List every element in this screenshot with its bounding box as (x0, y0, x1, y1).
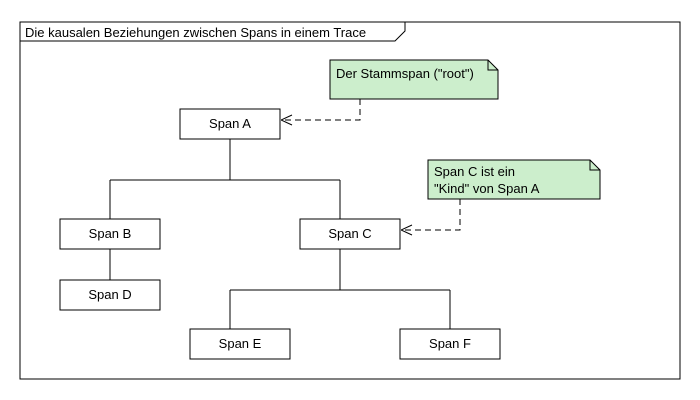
root-note-fold (487, 60, 498, 71)
span-f-box (399, 328, 501, 360)
span-a-label: Span A (209, 116, 251, 131)
frame: Die kausalen Beziehungen zwischen Spans … (19, 21, 681, 380)
span-b-node: Span B (59, 218, 161, 250)
span-a-box (179, 108, 281, 140)
span-a-node: Span A (179, 108, 281, 140)
span-f-label: Span F (429, 336, 471, 351)
frame-title-tab (20, 22, 406, 42)
span-e-box (189, 328, 291, 360)
frame-title: Die kausalen Beziehungen zwischen Spans … (25, 25, 366, 40)
child-note-text: Span C ist ein "Kind" von Span A (434, 164, 540, 196)
span-c-box (299, 218, 401, 250)
connector-a-children (109, 139, 341, 219)
child-note: Span C ist ein "Kind" von Span A (427, 159, 601, 200)
child-note-connector (401, 199, 461, 230)
span-b-box (59, 218, 161, 250)
child-note-line: "Kind" von Span A (434, 181, 540, 196)
root-note-line: Der Stammspan ("root") (336, 66, 474, 81)
span-c-label: Span C (328, 226, 371, 241)
child-note-shape (427, 159, 601, 200)
root-note: Der Stammspan ("root") (329, 59, 499, 100)
span-e-label: Span E (219, 336, 262, 351)
span-d-box (59, 279, 161, 311)
child-note-line: Span C ist ein (434, 164, 515, 179)
root-note-connector (281, 99, 361, 120)
span-b-label: Span B (89, 226, 132, 241)
root-note-shape (329, 59, 499, 100)
tree-connectors (109, 139, 451, 329)
connector-c-children (229, 249, 451, 329)
span-f-node: Span F (399, 328, 501, 360)
frame-border (19, 21, 681, 380)
span-d-node: Span D (59, 279, 161, 311)
root-note-text: Der Stammspan ("root") (336, 66, 474, 81)
span-c-node: Span C (299, 218, 401, 250)
span-d-label: Span D (88, 287, 131, 302)
span-e-node: Span E (189, 328, 291, 360)
child-note-fold (589, 160, 600, 171)
